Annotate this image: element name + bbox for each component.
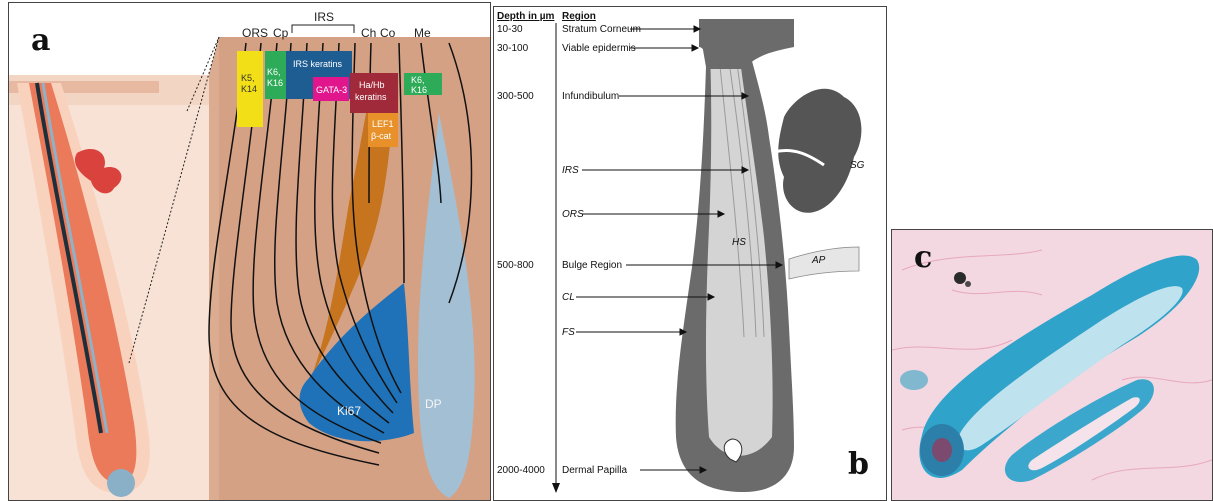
region-1: Viable epidermis (562, 43, 636, 54)
label-ap: AP (811, 255, 826, 266)
marker-irs-keratins: IRS keratins (293, 59, 343, 69)
region-4: ORS (562, 209, 584, 220)
dark-cell (954, 272, 966, 284)
irs-bracket (292, 25, 354, 33)
marker-k6-right-line2: K16 (411, 85, 427, 95)
panel-a-follicle-schematic: ORS Cp IRS Ch Co Me K5, K14 K6, K16 IRS … (8, 2, 491, 501)
marker-k5-line1: K5, (241, 73, 255, 83)
depth-5: 500-800 (497, 260, 534, 271)
panel-c-micrograph (892, 230, 1212, 500)
region-0: Stratum Corneum (562, 24, 641, 35)
panel-b-letter: b (848, 447, 869, 482)
marker-lef1-line2: β-cat (371, 131, 392, 141)
region-6: CL (562, 292, 575, 303)
marker-k6-right-line1: K6, (411, 75, 425, 85)
layer-label-cp: Cp (273, 26, 289, 40)
panel-a-illustration: ORS Cp IRS Ch Co Me K5, K14 K6, K16 IRS … (9, 3, 490, 500)
marker-k6-left-line2: K16 (267, 78, 283, 88)
layer-label-irs: IRS (314, 10, 334, 24)
region-5: Bulge Region (562, 260, 622, 271)
depth-0: 10-30 (497, 24, 523, 35)
panel-c-letter: c (914, 240, 932, 275)
bulb-core (932, 438, 952, 462)
depth-axis-arrowhead (552, 483, 560, 493)
layer-label-me: Me (414, 26, 431, 40)
region-2: Infundibulum (562, 91, 619, 102)
marker-ha-hb-line2: keratins (355, 92, 387, 102)
marker-ha-hb-line1: Ha/Hb (359, 80, 385, 90)
depth-8: 2000-4000 (497, 465, 545, 476)
ki67-label: Ki67 (337, 404, 361, 418)
layer-label-ors: ORS (242, 26, 268, 40)
marker-gata3: GATA-3 (316, 85, 347, 95)
depth-1: 30-100 (497, 43, 529, 54)
epidermis-cap (699, 19, 794, 69)
small-gland (900, 370, 928, 390)
marker-k5-line2: K14 (241, 84, 257, 94)
panel-b-follicle-depth: Depth in µm Region (493, 6, 887, 501)
layer-label-co: Co (380, 26, 396, 40)
dark-cell-small (965, 281, 971, 287)
panel-b-illustration: Depth in µm Region (494, 7, 886, 500)
region-3: IRS (562, 165, 579, 176)
panel-c-histology: c (891, 229, 1213, 501)
marker-k6-left-line1: K6, (267, 67, 281, 77)
region-7: FS (562, 327, 575, 338)
layer-label-ch: Ch (361, 26, 376, 40)
dp-label: DP (425, 397, 442, 411)
panel-a-letter: a (31, 23, 50, 58)
header-depth: Depth in µm (497, 11, 555, 22)
papilla-small (107, 469, 135, 497)
header-region: Region (562, 11, 596, 22)
label-hs: HS (732, 237, 746, 248)
label-sg: SG (850, 160, 865, 171)
region-8: Dermal Papilla (562, 465, 627, 476)
marker-lef1-line1: LEF1 (372, 119, 394, 129)
depth-2: 300-500 (497, 91, 534, 102)
